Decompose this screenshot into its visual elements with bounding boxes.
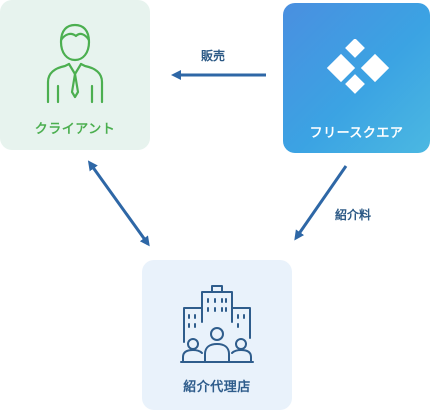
person-icon [43, 20, 107, 110]
sales-label: 販売 [201, 49, 226, 63]
client-agency-arrow [87, 160, 150, 247]
referral-fee-label: 紹介料 [335, 208, 372, 222]
freesquare-node: フリースクエア [283, 3, 430, 153]
diamond-logo-icon [319, 38, 397, 103]
freesquare-label: フリースクエア [309, 126, 404, 141]
buildings-people-icon [178, 282, 256, 368]
referral-fee-arrow [294, 165, 348, 241]
client-node: クライアント [0, 0, 150, 150]
agency-node: 紹介代理店 [142, 260, 292, 410]
client-label: クライアント [34, 122, 116, 137]
agency-label: 紹介代理店 [183, 380, 251, 395]
